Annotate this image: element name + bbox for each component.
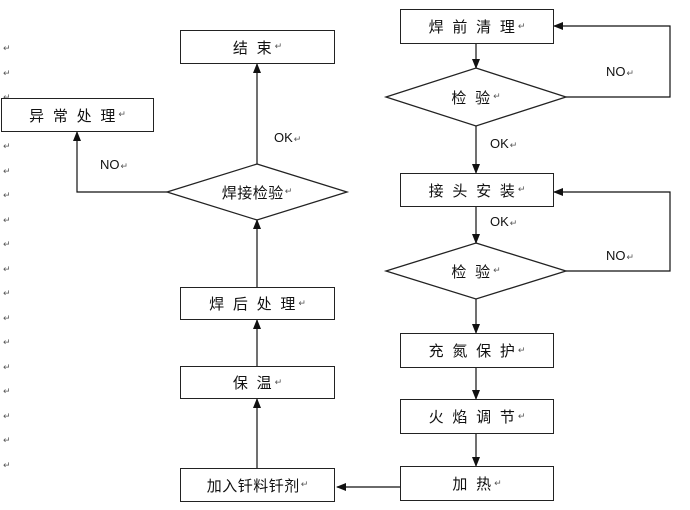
- paragraph-mark: ↵: [3, 436, 11, 446]
- node-label: 焊接检验: [221, 183, 284, 202]
- node-post-weld-treatment: 焊 后 处 理↵: [180, 287, 335, 320]
- node-flame-adjust: 火 焰 调 节↵: [400, 399, 554, 434]
- paragraph-mark: ↵: [3, 362, 11, 373]
- edge-label-ok-install: OK↵: [490, 214, 518, 229]
- loop-inspect1-no: [553, 22, 671, 98]
- node-nitrogen-protection: 充 氮 保 护↵: [400, 333, 554, 368]
- paragraph-mark: ↵: [493, 266, 501, 276]
- paragraph-mark: ↵: [3, 44, 11, 54]
- node-end: 结 束↵: [180, 30, 335, 64]
- node-heating: 加 热↵: [400, 466, 554, 501]
- node-joint-install: 接 头 安 装↵: [400, 173, 554, 207]
- paragraph-mark: ↵: [300, 480, 309, 490]
- loop-inspect2-no: [553, 188, 671, 272]
- paragraph-mark: ↵: [517, 411, 526, 422]
- edge-label-ok-weld: OK↵: [274, 130, 302, 145]
- paragraph-mark: ↵: [493, 92, 501, 102]
- node-exception-handling: 异 常 处 理↵: [1, 98, 154, 132]
- paragraph-mark: ↵: [118, 110, 126, 120]
- node-label: 加入钎料钎剂: [206, 476, 300, 495]
- node-insulation: 保 温↵: [180, 366, 335, 399]
- paragraph-mark: ↵: [3, 411, 11, 422]
- node-label: 充 氮 保 护: [428, 342, 517, 360]
- paragraph-mark: ↵: [3, 264, 11, 275]
- paragraph-mark: ↵: [3, 387, 11, 397]
- node-inspect-2: 检 验↵: [416, 258, 536, 284]
- node-label: 异 常 处 理: [29, 106, 118, 125]
- edge-label-ok-inspect1: OK↵: [490, 136, 518, 151]
- arrow-weldinsp-to-exception: [73, 131, 167, 193]
- paragraph-mark: ↵: [3, 289, 11, 299]
- node-label: 结 束: [232, 38, 274, 57]
- node-label: 接 头 安 装: [428, 181, 517, 200]
- paragraph-mark: ↵: [517, 185, 526, 195]
- node-add-filler-flux: 加入钎料钎剂↵: [180, 468, 335, 502]
- paragraph-mark: ↵: [3, 215, 11, 226]
- paragraph-mark: ↵: [120, 161, 129, 171]
- paragraph-mark: ↵: [3, 191, 11, 201]
- paragraph-mark: ↵: [274, 42, 283, 52]
- node-label: 加 热: [452, 475, 494, 493]
- paragraph-mark: ↵: [3, 68, 11, 79]
- paragraph-mark: ↵: [298, 298, 306, 309]
- paragraph-mark: ↵: [3, 460, 11, 471]
- paragraph-mark: ↵: [284, 187, 293, 197]
- node-inspect-1: 检 验↵: [416, 84, 536, 110]
- node-label: 检 验: [451, 262, 493, 281]
- node-label: 焊 后 处 理: [209, 295, 298, 313]
- paragraph-mark: ↵: [3, 142, 11, 152]
- edge-label-no-inspect2: NO↵: [606, 248, 635, 263]
- paragraph-mark: ↵: [3, 313, 11, 324]
- paragraph-mark: ↵: [293, 134, 302, 144]
- paragraph-mark: ↵: [494, 478, 502, 489]
- node-label: 焊 前 清 理: [428, 18, 517, 36]
- paragraph-mark: ↵: [274, 377, 283, 388]
- node-label: 保 温: [232, 374, 274, 392]
- node-weld-inspection: 焊接检验↵: [192, 179, 322, 205]
- paragraph-mark: ↵: [3, 166, 11, 177]
- edge-label-no-inspect1: NO↵: [606, 64, 635, 79]
- paragraph-mark: ↵: [517, 345, 526, 356]
- paragraph-mark: ↵: [509, 218, 518, 228]
- paragraph-mark: ↵: [517, 21, 526, 32]
- paragraph-mark: ↵: [626, 68, 635, 78]
- paragraph-mark: ↵: [626, 252, 635, 262]
- edge-label-no-weld: NO↵: [100, 157, 129, 172]
- paragraph-mark: ↵: [3, 240, 11, 250]
- node-label: 火 焰 调 节: [428, 408, 517, 426]
- paragraph-mark: ↵: [509, 140, 518, 150]
- node-pre-weld-clean: 焊 前 清 理↵: [400, 9, 554, 44]
- paragraph-mark: ↵: [3, 338, 11, 348]
- node-label: 检 验: [451, 88, 493, 107]
